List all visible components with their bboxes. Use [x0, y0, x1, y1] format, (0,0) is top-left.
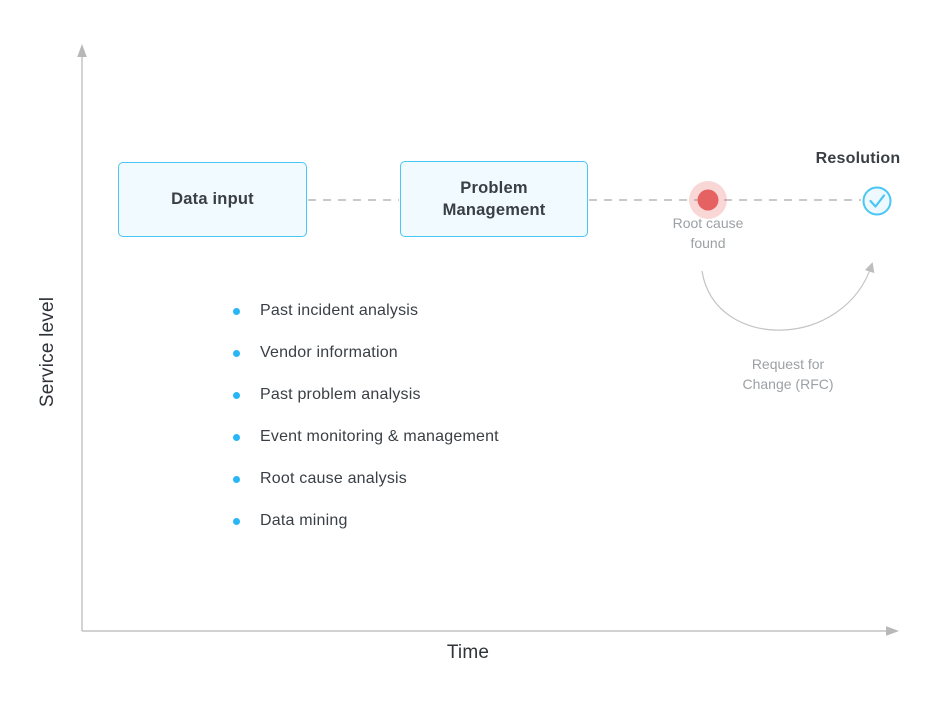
activity-label: Event monitoring & management — [260, 428, 499, 445]
y-axis-arrowhead-icon — [77, 44, 87, 57]
list-item: Root cause analysis — [233, 458, 499, 500]
node-data-input: Data input — [118, 162, 307, 237]
activity-label: Data mining — [260, 512, 348, 529]
bullet-icon — [233, 433, 240, 441]
root-cause-found-label: Root cause found — [672, 215, 744, 252]
resolution-circle — [862, 186, 892, 216]
activity-label: Past incident analysis — [260, 302, 419, 319]
node-problem-management-label: Problem Management — [442, 178, 546, 219]
activity-label: Vendor information — [260, 344, 398, 361]
list-item: Event monitoring & management — [233, 416, 499, 458]
list-item: Vendor information — [233, 332, 499, 374]
resolution-label: Resolution — [815, 150, 901, 167]
bullet-icon — [233, 391, 240, 399]
bullet-icon — [233, 517, 240, 525]
x-axis-arrowhead-icon — [886, 626, 899, 636]
bullet-icon — [233, 475, 240, 483]
activity-label: Past problem analysis — [260, 386, 421, 403]
rfc-label: Request for Change (RFC) — [742, 356, 834, 393]
node-problem-management: Problem Management — [400, 161, 588, 237]
root-cause-dot-icon — [697, 189, 719, 211]
activity-label: Root cause analysis — [260, 470, 407, 487]
list-item: Past problem analysis — [233, 374, 499, 416]
bullet-icon — [233, 349, 240, 357]
rfc-curved-arrow — [701, 262, 875, 331]
check-icon — [869, 194, 886, 208]
activity-list: Past incident analysis Vendor informatio… — [233, 290, 499, 542]
list-item: Past incident analysis — [233, 290, 499, 332]
list-item: Data mining — [233, 500, 499, 542]
x-axis-label: Time — [446, 642, 490, 663]
y-axis-label: Service level — [37, 296, 58, 408]
node-data-input-label: Data input — [171, 190, 254, 209]
bullet-icon — [233, 307, 240, 315]
